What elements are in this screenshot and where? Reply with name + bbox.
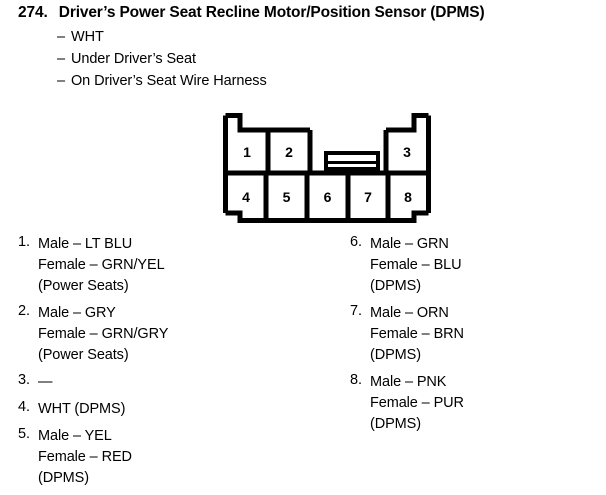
pin-entry-line: Female – BLU	[370, 257, 462, 273]
pin-label-2: 2	[285, 144, 293, 160]
pin-entry-line: Female – GRN/GRY	[38, 326, 169, 342]
pin-entry-lines: WHT (DPMS)	[38, 399, 318, 420]
pin-entry-lines: Male – LT BLU Female – GRN/YEL (Power Seat…	[38, 234, 318, 297]
pin-entry-line: Male – ORN	[370, 305, 449, 321]
detail-dash-icon: –	[57, 73, 65, 89]
pin-entry-line: (DPMS)	[370, 347, 421, 363]
pin-entry-line: Female – PUR	[370, 395, 464, 411]
pin-entry-number: 2.	[18, 303, 30, 319]
pin-entry: 8. Male – PNK Female – PUR (DPMS)	[350, 372, 600, 435]
pin-entry-number: 3.	[18, 372, 30, 388]
pin-label-7: 7	[364, 189, 372, 205]
page-title: Driver’s Power Seat Recline Motor/Positi…	[58, 4, 485, 21]
entry-number: 274.	[18, 4, 48, 21]
bottom-row-dividers	[263, 173, 391, 220]
pin-label-1: 1	[243, 144, 251, 160]
pin-entry-number: 8.	[350, 372, 362, 388]
pin-entry-line: WHT (DPMS)	[38, 401, 126, 417]
pin-entry: 3. —	[18, 372, 318, 393]
pin-entry-line: Female – BRN	[370, 326, 464, 342]
pin-label-3: 3	[403, 144, 411, 160]
detail-text: On Driver’s Seat Wire Harness	[71, 73, 267, 89]
detail-dash-icon: –	[57, 51, 65, 67]
pin-list-right-column: 6. Male – GRN Female – BLU (DPMS) 7. Male – O…	[350, 234, 600, 441]
pin-list-left-column: 1. Male – LT BLU Female – GRN/YEL (Power Se…	[18, 234, 318, 495]
pin-entry-line: Female – RED	[38, 449, 132, 465]
pin-entry-line: (DPMS)	[38, 470, 89, 486]
pin-entry-line: (Power Seats)	[38, 347, 129, 363]
pin-entry-line: Female – GRN/YEL	[38, 257, 165, 273]
pin-entry: 7. Male – ORN Female – BRN (DPMS)	[350, 303, 600, 366]
pin-entry-lines: Male – PNK Female – PUR (DPMS)	[370, 372, 600, 435]
pin-label-4: 4	[242, 189, 250, 205]
pin-entry: 6. Male – GRN Female – BLU (DPMS)	[350, 234, 600, 297]
pin-entry-line: Male – LT BLU	[38, 236, 133, 252]
pin-entry-number: 5.	[18, 426, 30, 442]
detail-text: WHT	[71, 29, 104, 45]
pin-label-6: 6	[324, 189, 332, 205]
detail-line-location: –Under Driver’s Seat	[57, 51, 196, 67]
pin-entry-lines: Male – ORN Female – BRN (DPMS)	[370, 303, 600, 366]
pin-entry-lines: —	[38, 372, 318, 393]
pin-entry-number: 4.	[18, 399, 30, 415]
pin-entry-lines: Male – GRY Female – GRN/GRY (Power Seats)	[38, 303, 318, 366]
pin-entry: 1. Male – LT BLU Female – GRN/YEL (Power Se…	[18, 234, 318, 297]
pin-entry-lines: Male – GRN Female – BLU (DPMS)	[370, 234, 600, 297]
pin-entry: 4. WHT (DPMS)	[18, 399, 318, 420]
pin-entry-line: (DPMS)	[370, 416, 421, 432]
pin-entry-number: 7.	[350, 303, 362, 319]
pin-entry-line: Male – YEL	[38, 428, 112, 444]
pin-entry: 2. Male – GRY Female – GRN/GRY (Power Seats…	[18, 303, 318, 366]
connector-outline	[223, 113, 431, 223]
detail-line-wire-color: –WHT	[57, 29, 104, 45]
pin-entry-line: (Power Seats)	[38, 278, 129, 294]
detail-line-harness: –On Driver’s Seat Wire Harness	[57, 73, 267, 89]
detail-dash-icon: –	[57, 29, 65, 45]
pin-entry: 5. Male – YEL Female – RED (DPMS)	[18, 426, 318, 489]
pin-entry-line: (DPMS)	[370, 278, 421, 294]
connector-pinout-diagram: 1 2 3 4 5 6 7 8	[218, 108, 436, 228]
pin-label-5: 5	[283, 189, 291, 205]
pin-entry-line: Male – GRY	[38, 305, 116, 321]
pin-entry-line: Male – GRN	[370, 236, 449, 252]
title-row: 274. Driver’s Power Seat Recline Motor/Po…	[18, 4, 598, 22]
pin-entry-line: —	[38, 374, 53, 390]
pin-entry-line: Male – PNK	[370, 374, 447, 390]
connector-latch-icon	[324, 151, 380, 171]
pin-label-8: 8	[404, 189, 412, 205]
pin-entry-number: 1.	[18, 234, 30, 250]
pin-entry-number: 6.	[350, 234, 362, 250]
detail-text: Under Driver’s Seat	[71, 51, 196, 67]
pin-entry-lines: Male – YEL Female – RED (DPMS)	[38, 426, 318, 489]
